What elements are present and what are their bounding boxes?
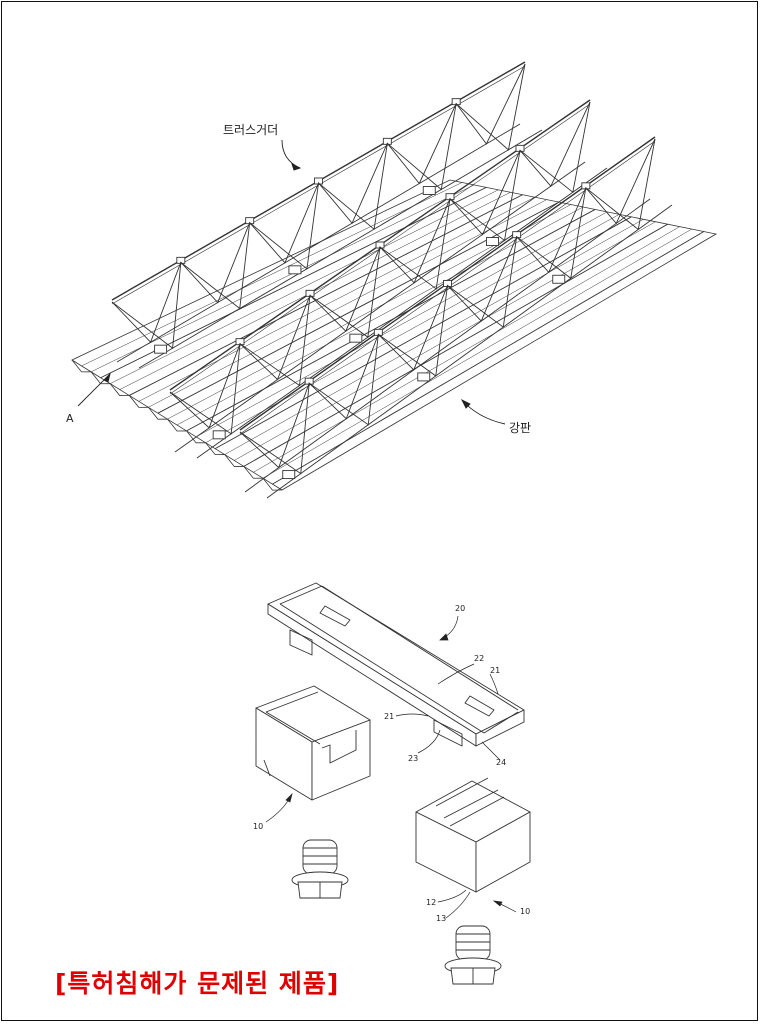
truss-web <box>169 101 591 435</box>
deck-rib <box>262 228 692 479</box>
deck-rib <box>129 194 523 396</box>
truss-bottom-chord <box>244 198 651 493</box>
bolt-left <box>291 839 349 899</box>
part-number-12: 12 <box>426 898 437 907</box>
channel-bracket <box>267 582 525 747</box>
truss-girders <box>111 61 673 499</box>
deck-rib <box>81 182 463 367</box>
figure-caption: [특허침해가 문제된 제품] <box>55 969 340 998</box>
truss-bottom-chord <box>138 129 543 369</box>
detail-leader-arrowhead <box>103 372 111 383</box>
truss-deck-drawing <box>71 61 718 499</box>
part-number-10-right: 10 <box>520 907 531 916</box>
part-number-21-right: 21 <box>490 666 501 675</box>
truss-leader-arrowhead <box>291 163 302 171</box>
plate-leader-arrowhead <box>460 398 471 409</box>
deck-rib <box>110 189 499 384</box>
spacer-block <box>282 470 296 480</box>
part-number-23: 23 <box>408 754 419 763</box>
deck-front-edge <box>71 359 283 491</box>
part-leader-lines <box>265 615 517 919</box>
deck-rib <box>195 211 608 438</box>
spacer-block <box>349 333 363 343</box>
part-number-24: 24 <box>496 758 507 767</box>
deck-rib <box>119 192 511 390</box>
deck-rib <box>148 199 547 408</box>
deck-rib <box>234 221 656 461</box>
part-number-22: 22 <box>474 654 485 663</box>
truss-web <box>111 63 526 350</box>
spacer-block <box>422 186 436 195</box>
deck-rib <box>205 214 620 443</box>
spacer-block <box>212 430 226 440</box>
detail-marker-a: A <box>66 412 74 425</box>
spacer-block <box>417 372 431 382</box>
steel-plate-label: 강판 <box>509 421 532 435</box>
spacer-block-right <box>415 777 531 893</box>
part-number-10-left: 10 <box>253 822 264 831</box>
part-number-21-left: 21 <box>384 712 395 721</box>
spacer-block <box>288 265 302 275</box>
truss-bottom-chord <box>196 167 608 459</box>
deck-rib <box>90 184 475 373</box>
deck-rib <box>186 209 596 432</box>
leader-lines <box>77 139 506 425</box>
spacer-block <box>552 274 566 284</box>
deck-rib <box>243 223 668 467</box>
deck-rib <box>138 196 535 402</box>
part-number-20: 20 <box>455 604 466 613</box>
deck-rib <box>214 216 632 450</box>
spacer-block <box>486 237 499 246</box>
part-number-13: 13 <box>436 914 447 923</box>
truss-girder-label: 트러스거더 <box>223 123 279 137</box>
truss-bottom-chord <box>174 161 586 453</box>
truss-web <box>239 138 656 475</box>
truss-bottom-chord <box>116 123 521 363</box>
bolt-right <box>444 925 502 985</box>
spacer-block <box>154 344 168 354</box>
truss-bottom-chord <box>266 204 673 499</box>
deck-rib <box>253 226 680 473</box>
spacer-block-left <box>255 685 371 801</box>
